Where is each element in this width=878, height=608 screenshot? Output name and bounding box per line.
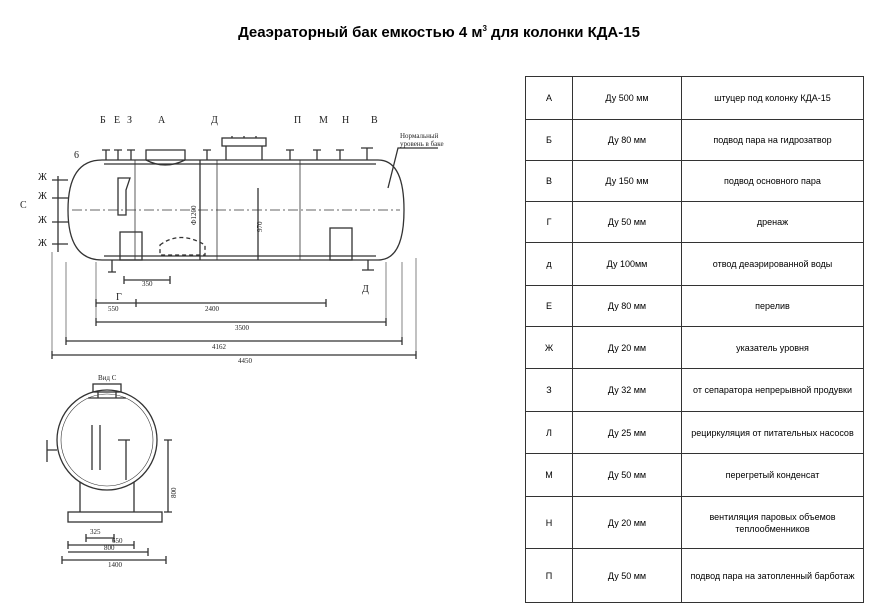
page-title: Деаэраторный бак емкостью 4 м3 для колон…	[238, 24, 640, 41]
cell-code: Ж	[525, 326, 573, 369]
cell-code: д	[525, 242, 573, 286]
level-label-4: Ж	[38, 238, 47, 249]
cell-size: Ду 50 мм	[572, 201, 682, 243]
nozzle-label-b: Б	[100, 115, 106, 126]
cell-code: А	[525, 76, 573, 120]
nozzle-a-dome	[145, 149, 186, 166]
dim-1400: 1400	[108, 561, 123, 569]
side-view-circle	[56, 389, 158, 491]
cell-code: Е	[525, 285, 573, 327]
cell-code: З	[525, 368, 573, 412]
tank-body	[67, 159, 405, 261]
dim-970: 970	[256, 221, 264, 232]
cell-desc: от сепаратора непрерывной продувки	[681, 368, 864, 412]
dim-325: 325	[90, 528, 101, 536]
cell-size: Ду 80 мм	[572, 285, 682, 327]
cell-desc: перелив	[681, 285, 864, 327]
dim-4162: 4162	[212, 343, 227, 351]
cell-size: Ду 80 мм	[572, 119, 682, 161]
level-label-1: Ж	[38, 172, 47, 183]
cell-code: Б	[525, 119, 573, 161]
cell-size: Ду 20 мм	[572, 496, 682, 549]
cell-size: Ду 50 мм	[572, 548, 682, 603]
tank-inner-shell	[104, 163, 376, 257]
cell-size: Ду 100мм	[572, 242, 682, 286]
nozzle-label-p: П	[294, 115, 301, 126]
callout-line-2: уровень в баке	[400, 140, 444, 148]
cell-code: П	[525, 548, 573, 603]
dim-2400: 2400	[205, 305, 220, 313]
cell-desc: отвод деаэрированной воды	[681, 242, 864, 286]
view-label: Вид С	[98, 374, 117, 382]
cell-code: В	[525, 160, 573, 202]
technical-drawing: Б Е З А Д П М Н В Ж Ж Ж Ж С Г Д 6 Нормал…	[20, 115, 444, 569]
cell-desc: штуцер под колонку КДА-15	[681, 76, 864, 120]
dim-800-vertical: 800	[170, 487, 178, 498]
dim-3500: 3500	[235, 324, 250, 332]
cell-desc: дренаж	[681, 201, 864, 243]
nozzle-label-e: Е	[114, 115, 120, 126]
cell-desc: вентиляция паровых объемов теплообменник…	[681, 496, 864, 549]
cell-size: Ду 500 мм	[572, 76, 682, 120]
bottom-label-g: Г	[116, 292, 122, 303]
nozzle-label-a: А	[158, 115, 166, 126]
cell-code: Л	[525, 411, 573, 454]
cell-code: Г	[525, 201, 573, 243]
cell-size: Ду 32 мм	[572, 368, 682, 412]
dim-800: 800	[104, 544, 115, 552]
cell-desc: указатель уровня	[681, 326, 864, 369]
callout-line-1: Нормальный	[400, 132, 439, 140]
nozzle-d-flange	[221, 137, 267, 147]
cell-size: Ду 150 мм	[572, 160, 682, 202]
nozzle-label-m: М	[319, 115, 328, 126]
dim-4450: 4450	[238, 357, 253, 365]
cell-desc: подвод основного пара	[681, 160, 864, 202]
cell-code: Н	[525, 496, 573, 549]
cell-size: Ду 25 мм	[572, 411, 682, 454]
bottom-label-d: Д	[362, 284, 369, 295]
dim-550: 550	[108, 305, 119, 313]
note-6: 6	[74, 150, 79, 161]
level-label-3: Ж	[38, 215, 47, 226]
nozzle-label-d: Д	[211, 115, 218, 126]
level-label-2: Ж	[38, 191, 47, 202]
dim-d1200: Ф1200	[190, 205, 198, 225]
cell-size: Ду 50 мм	[572, 453, 682, 497]
cell-code: М	[525, 453, 573, 497]
dim-350: 350	[142, 280, 153, 288]
nozzle-label-n: Н	[342, 115, 349, 126]
cell-desc: рециркуляция от питательных насосов	[681, 411, 864, 454]
cell-size: Ду 20 мм	[572, 326, 682, 369]
cell-desc: подвод пара на гидрозатвор	[681, 119, 864, 161]
nozzle-label-v: В	[371, 115, 378, 126]
cell-desc: подвод пара на затопленный барботаж	[681, 548, 864, 603]
side-label: С	[20, 200, 27, 211]
cell-desc: перегретый конденсат	[681, 453, 864, 497]
nozzle-label-z: З	[127, 115, 132, 126]
dim-650: 650	[112, 537, 123, 545]
